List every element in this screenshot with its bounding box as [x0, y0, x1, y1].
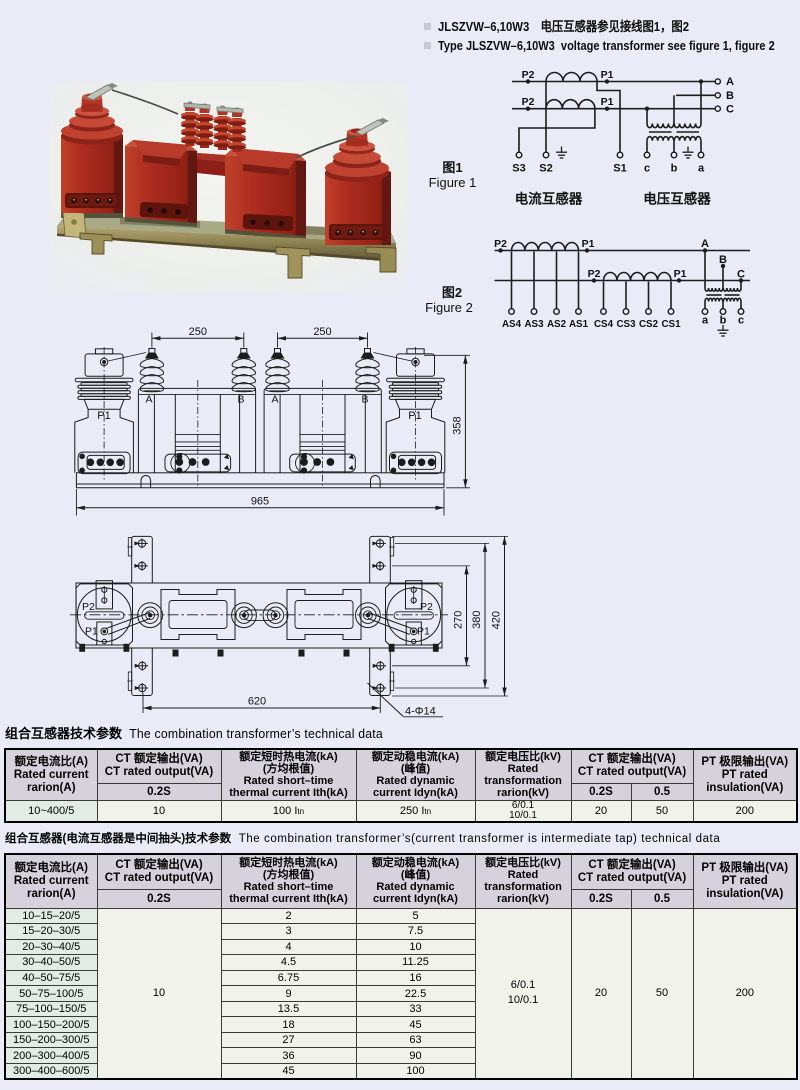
svg-text:S3: S3	[512, 163, 525, 175]
svg-text:CS3: CS3	[616, 319, 636, 330]
svg-text:P2: P2	[494, 238, 507, 250]
svg-text:C: C	[726, 104, 734, 116]
svg-text:A: A	[726, 76, 734, 88]
svg-text:420: 420	[491, 611, 503, 629]
svg-text:A: A	[271, 394, 278, 406]
svg-text:c: c	[738, 315, 744, 327]
svg-text:A: A	[701, 238, 709, 250]
svg-text:620: 620	[248, 696, 266, 708]
svg-text:图2: 图2	[442, 285, 462, 300]
svg-text:P1: P1	[582, 238, 595, 250]
svg-text:P1: P1	[674, 268, 687, 280]
svg-text:B: B	[726, 90, 734, 102]
svg-text:P2: P2	[82, 601, 95, 613]
svg-text:250: 250	[313, 326, 331, 338]
svg-text:c: c	[644, 163, 650, 175]
svg-text:S2: S2	[539, 163, 552, 175]
svg-text:CS2: CS2	[639, 319, 659, 330]
svg-text:P1: P1	[417, 626, 430, 638]
svg-text:P1: P1	[97, 410, 110, 422]
svg-text:P2: P2	[588, 268, 601, 280]
svg-text:B: B	[719, 254, 727, 266]
svg-text:P1: P1	[601, 96, 614, 108]
svg-text:CS4: CS4	[594, 319, 614, 330]
svg-text:a: a	[698, 163, 705, 175]
svg-text:B: B	[361, 394, 368, 406]
svg-text:P2: P2	[420, 601, 433, 613]
svg-text:AS4: AS4	[502, 319, 522, 330]
svg-text:A: A	[145, 394, 152, 406]
svg-text:P1: P1	[601, 69, 614, 81]
svg-text:965: 965	[251, 495, 269, 507]
svg-text:P2: P2	[522, 96, 535, 108]
svg-text:P1: P1	[408, 410, 421, 422]
svg-text:P1: P1	[85, 626, 98, 638]
svg-text:电压互感器: 电压互感器	[643, 191, 711, 207]
svg-text:AS2: AS2	[547, 319, 567, 330]
svg-text:AS3: AS3	[524, 319, 544, 330]
svg-text:250: 250	[189, 326, 207, 338]
svg-text:b: b	[671, 163, 678, 175]
svg-text:358: 358	[451, 416, 463, 434]
svg-text:B: B	[237, 394, 244, 406]
svg-text:电流互感器: 电流互感器	[515, 191, 583, 207]
svg-text:Figure 1: Figure 1	[429, 175, 477, 190]
svg-text:图1: 图1	[442, 160, 462, 175]
svg-text:270: 270	[453, 611, 465, 629]
svg-text:C: C	[737, 269, 745, 281]
svg-text:S1: S1	[613, 163, 626, 175]
svg-text:AS1: AS1	[569, 319, 589, 330]
svg-text:P2: P2	[522, 69, 535, 81]
svg-text:CS1: CS1	[661, 319, 681, 330]
svg-text:b: b	[720, 315, 727, 327]
svg-text:a: a	[702, 315, 709, 327]
svg-text:4-Φ14: 4-Φ14	[405, 706, 436, 718]
svg-text:Figure 2: Figure 2	[425, 300, 473, 315]
svg-text:380: 380	[471, 611, 483, 629]
